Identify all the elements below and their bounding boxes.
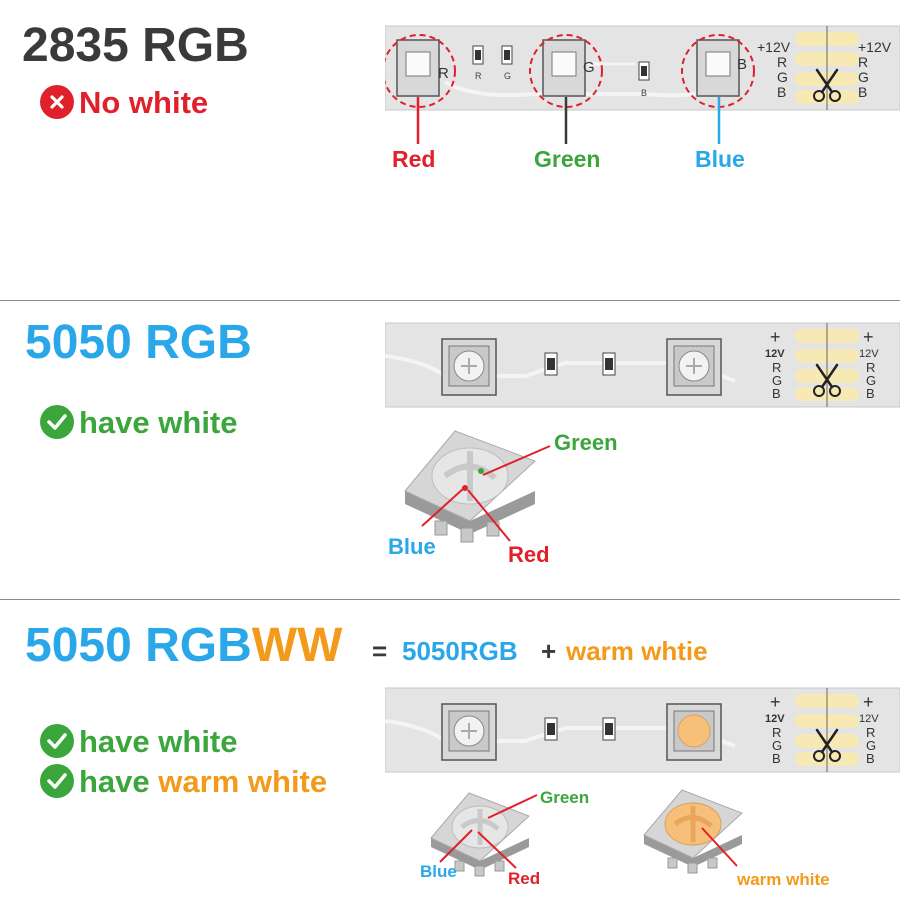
pad-r-right: R xyxy=(866,360,875,375)
label-blue: Blue xyxy=(695,146,745,172)
resistor-letter-g: G xyxy=(504,71,511,81)
resistor-5050-1 xyxy=(544,352,558,376)
pad-12v-left: 12V xyxy=(765,348,785,360)
pad-label-left-12v: +12V xyxy=(757,39,791,55)
scissors-icon xyxy=(813,728,841,762)
label-green: Green xyxy=(534,146,601,172)
connector-lines-rgbww xyxy=(439,794,738,869)
feature-no-white-text: No white xyxy=(79,84,209,120)
led-chip-5050-2 xyxy=(666,338,722,396)
divider-2 xyxy=(0,599,900,600)
resistor-letter-r: R xyxy=(475,71,482,81)
pad-g-right: G xyxy=(866,738,876,753)
label-green-rgbww: Green xyxy=(540,788,590,807)
label-blue-rgbww: Blue xyxy=(420,862,457,881)
pad-12v-left: 12V xyxy=(765,713,785,725)
pad-plus-right: + xyxy=(863,327,874,347)
check-circle-icon xyxy=(40,405,74,439)
feature-have-white-2: have white xyxy=(40,724,238,758)
label-green-5050: Green xyxy=(554,430,618,455)
title-5050-rgb: 5050 RGB xyxy=(25,316,252,369)
led-chip-5050-large xyxy=(404,430,536,543)
led-chip-warm-white xyxy=(666,703,722,761)
pad-b-left: B xyxy=(772,751,781,766)
chip-letter-b: B xyxy=(737,56,747,73)
pad-label-left-g: G xyxy=(777,69,788,85)
pad-b-left: B xyxy=(772,386,781,401)
check-circle-icon xyxy=(40,764,74,798)
label-blue-5050: Blue xyxy=(388,534,436,559)
section-2835-rgb: 2835 RGB No white R G B xyxy=(0,0,900,300)
pad-plus-left: + xyxy=(770,692,781,712)
scissors-icon xyxy=(813,363,841,397)
equation-equals: = xyxy=(372,636,388,666)
label-red-rgbww: Red xyxy=(508,869,541,888)
pad-g-left: G xyxy=(772,373,782,388)
led-chip-blue xyxy=(681,34,755,108)
pad-g-left: G xyxy=(772,738,782,753)
pad-plus-left: + xyxy=(770,327,781,347)
resistor-letter-b: B xyxy=(641,88,647,98)
resistor-g xyxy=(501,45,513,65)
x-circle-icon xyxy=(40,85,74,119)
scissors-icon xyxy=(813,68,841,102)
pad-g-right: G xyxy=(866,373,876,388)
equation-plus: + xyxy=(541,636,557,666)
resistor-rgbww-1 xyxy=(544,717,558,741)
led-chip-green xyxy=(529,34,603,108)
divider-1 xyxy=(0,300,900,301)
led-strip-5050: + 12V R G B + 12V R G B xyxy=(385,322,900,408)
led-chip-rgb xyxy=(441,703,497,761)
pad-plus-right: + xyxy=(863,692,874,712)
pad-label-left-r: R xyxy=(777,54,787,70)
pad-r-left: R xyxy=(772,725,781,740)
section-5050-rgbww: 5050 RGBWW = 5050RGB + warm whtie have w… xyxy=(0,600,900,900)
resistor-b xyxy=(638,61,650,81)
pad-r-left: R xyxy=(772,360,781,375)
pad-label-right-r: R xyxy=(858,54,868,70)
resistor-r xyxy=(472,45,484,65)
pad-r-right: R xyxy=(866,725,875,740)
title-rgbww-main: 5050 RGB xyxy=(25,619,252,672)
feature-have-warm-white-accent: warm white xyxy=(158,763,328,799)
check-circle-icon xyxy=(40,724,74,758)
led-chip-5050-1 xyxy=(441,338,497,396)
feature-have-white: have white xyxy=(40,405,238,439)
pad-12v-right: 12V xyxy=(859,348,879,360)
pad-label-right-12v: +12V xyxy=(858,39,892,55)
title-5050-rgbww: 5050 RGBWW xyxy=(25,622,342,670)
pad-label-left-b: B xyxy=(777,84,786,100)
label-red-5050: Red xyxy=(508,542,550,567)
led-strip-2835: R G B R G B +12V R G B +12V R G B xyxy=(385,25,900,111)
label-warm-white: warm white xyxy=(737,870,830,889)
feature-have-warm-white-prefix: have xyxy=(79,763,150,799)
pad-12v-right: 12V xyxy=(859,713,879,725)
equation-5050rgb: 5050RGB xyxy=(402,636,518,666)
section-5050-rgb: 5050 RGB have white + xyxy=(0,301,900,599)
resistor-5050-2 xyxy=(602,352,616,376)
pad-label-right-b: B xyxy=(858,84,867,100)
feature-no-white: No white xyxy=(40,85,208,119)
feature-have-white-2-text: have white xyxy=(79,723,238,759)
title-rgbww-accent: WW xyxy=(251,619,343,672)
equation-warm-white: warm whtie xyxy=(566,636,708,666)
pad-label-right-g: G xyxy=(858,69,869,85)
chip-letter-g: G xyxy=(583,59,595,76)
led-strip-5050-rgbww: + 12V R G B + 12V R G B xyxy=(385,687,900,773)
led-chip-red xyxy=(385,34,456,108)
label-red: Red xyxy=(392,146,436,172)
pad-b-right: B xyxy=(866,751,875,766)
feature-have-warm-white: have warm white xyxy=(40,764,327,798)
pad-b-right: B xyxy=(866,386,875,401)
connector-lines-5050 xyxy=(421,445,551,542)
resistor-rgbww-2 xyxy=(602,717,616,741)
chip-letter-r: R xyxy=(438,65,449,82)
feature-have-white-text: have white xyxy=(79,404,238,440)
connector-lines-2835 xyxy=(416,97,721,144)
title-2835-rgb: 2835 RGB xyxy=(22,19,249,72)
